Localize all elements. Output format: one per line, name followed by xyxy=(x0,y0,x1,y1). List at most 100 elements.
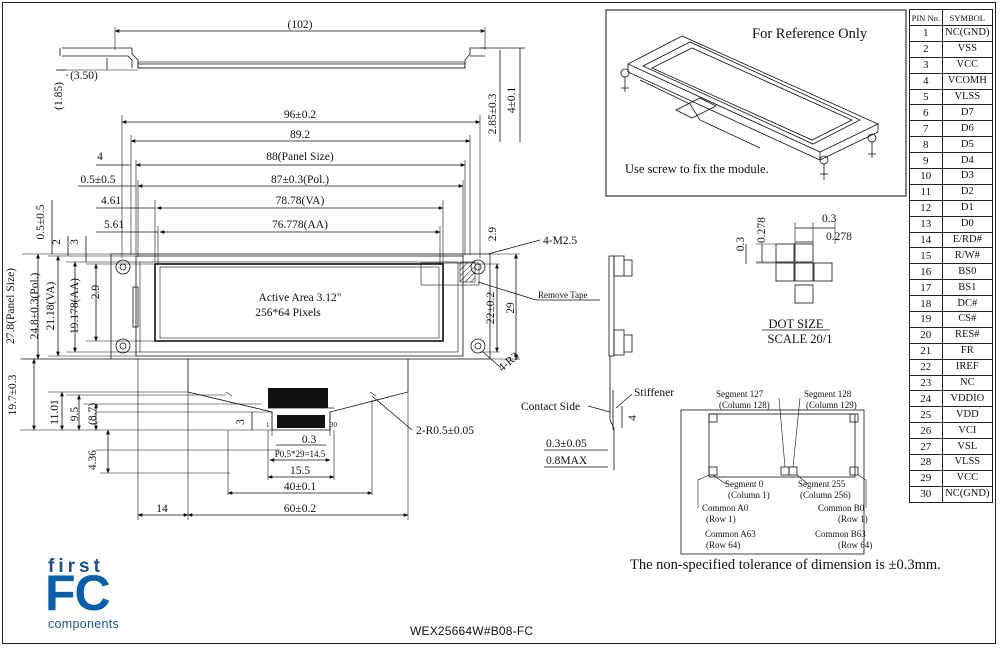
dim-fpc-8-7: (8.7) xyxy=(87,403,99,425)
pin-number: 7 xyxy=(909,120,943,138)
logo-first: first xyxy=(48,556,104,577)
dim-fpc-9-5: 9.5 xyxy=(69,407,81,422)
dim-fpc-3: 3 xyxy=(235,419,247,425)
dim-right-2-9: 2.9 xyxy=(487,227,499,242)
dim-4-0-1: 4±0.1 xyxy=(506,87,518,114)
pin-symbol: RES# xyxy=(941,326,994,344)
front-view: 96±0.2 89.2 4 88(Panel Size) 0.5±0.5 87±… xyxy=(5,47,600,520)
pin-symbol: NC(GND) xyxy=(941,25,994,42)
side-dim-0-8: 0.8MAX xyxy=(546,455,588,467)
col-128: (Column 128) xyxy=(719,400,770,410)
pin-symbol: CS# xyxy=(941,311,994,328)
pin-symbol: D4 xyxy=(941,152,994,170)
pin-symbol: VSS xyxy=(941,40,994,58)
dim-pol-offset: 0.5±0.5 xyxy=(80,174,115,186)
pin-number: 5 xyxy=(909,88,943,106)
pin-symbol: VCC xyxy=(941,56,994,74)
dim-aa-width: 76.778(AA) xyxy=(272,219,328,231)
dim-fpc-19-7: 19.7±0.3 xyxy=(7,374,19,415)
dot-h-0-278: 0.278 xyxy=(756,217,768,243)
dim-2-85: 2.85±0.3 xyxy=(487,93,499,134)
dim-overall-width: (102) xyxy=(288,19,313,31)
pin-number: 29 xyxy=(909,469,943,487)
pin-symbol: D3 xyxy=(941,168,994,185)
dim-lead-15-5: 15.5 xyxy=(290,465,310,477)
stiffener-label: Stiffener xyxy=(634,387,674,399)
pin-number: 2 xyxy=(909,40,943,58)
pin-symbol: VSL xyxy=(941,438,994,456)
seg-255: Segment 255 xyxy=(798,479,846,489)
screw-callout: 4-M2.5 xyxy=(543,235,577,247)
row-64-a: (Row 64) xyxy=(706,540,740,550)
top-profile-view: (102) (3.50) (1.85) xyxy=(53,19,486,110)
dim-22: 22±0.2 xyxy=(485,292,497,324)
pin-no-header: PIN No. xyxy=(909,9,943,26)
logo-fc: FC xyxy=(45,565,111,621)
dim-va-offset: 4.61 xyxy=(101,195,121,207)
dim-top-0-5: 0.5±0.5 xyxy=(35,204,47,239)
pin-number: 17 xyxy=(909,279,943,297)
dim-fpc-60: 60±0.2 xyxy=(284,503,316,515)
dot-size-title: DOT SIZE xyxy=(769,317,824,331)
radius-2-callout: 2-R0.5±0.05 xyxy=(416,425,474,437)
pin-symbol: VLSS xyxy=(941,454,994,471)
segment-map: Segment 127 (Column 128) Segment 128 (Co… xyxy=(680,389,872,555)
dim-va-height: 21.18(VA) xyxy=(45,282,57,331)
pin-number: 28 xyxy=(909,454,943,471)
pin-symbol: BS1 xyxy=(941,279,994,297)
pin-symbol: VLSS xyxy=(941,88,994,106)
common-a63: Common A63 xyxy=(705,529,756,539)
pin-symbol: NC(GND) xyxy=(941,485,994,503)
dim-aa-offset: 5.61 xyxy=(104,219,124,231)
common-b63: Common B63 xyxy=(815,529,866,539)
dim-pol-height: 24.8±0.3(Pol.) xyxy=(29,272,41,339)
pin-30-mark: 30 xyxy=(330,421,338,429)
pin-symbol: D1 xyxy=(941,199,994,217)
pin-number: 20 xyxy=(909,326,943,344)
pin-symbol: VDD xyxy=(941,406,994,424)
remove-tape-label: Remove Tape xyxy=(538,290,587,300)
pin-symbol: D2 xyxy=(941,183,994,201)
pin-number: 4 xyxy=(909,72,943,90)
dot-size-detail: 0.3 0.278 0.3 0.278 DOT SIZE SCALE 20/1 xyxy=(735,213,852,346)
pin-number: 18 xyxy=(909,295,943,313)
dot-w-0-278: 0.278 xyxy=(826,231,852,243)
model-number: WEX25664W#B08-FC xyxy=(410,624,534,638)
dim-fpc-14: 14 xyxy=(156,503,168,515)
pin-symbol: R/W# xyxy=(941,247,994,265)
pin-symbol: BS0 xyxy=(941,263,994,281)
dim-va-width: 78.78(VA) xyxy=(276,195,325,207)
dim-aa-height: 19.178(AA) xyxy=(69,278,81,334)
col-129: (Column 129) xyxy=(806,400,857,410)
dot-w-0-3: 0.3 xyxy=(822,213,837,225)
symbol-header: SYMBOL xyxy=(941,9,994,26)
side-dim-4: 4 xyxy=(627,415,639,421)
dim-top-2: 2 xyxy=(51,239,63,245)
reference-screws xyxy=(620,68,877,180)
dim-1-85: (1.85) xyxy=(53,82,65,110)
dim-fpc-11-01: 11.01 xyxy=(49,399,61,425)
dim-panel-size-height: 27.8(Panel Size) xyxy=(5,268,17,344)
dim-3-50: (3.50) xyxy=(70,70,98,82)
dim-29: 29 xyxy=(505,302,517,314)
